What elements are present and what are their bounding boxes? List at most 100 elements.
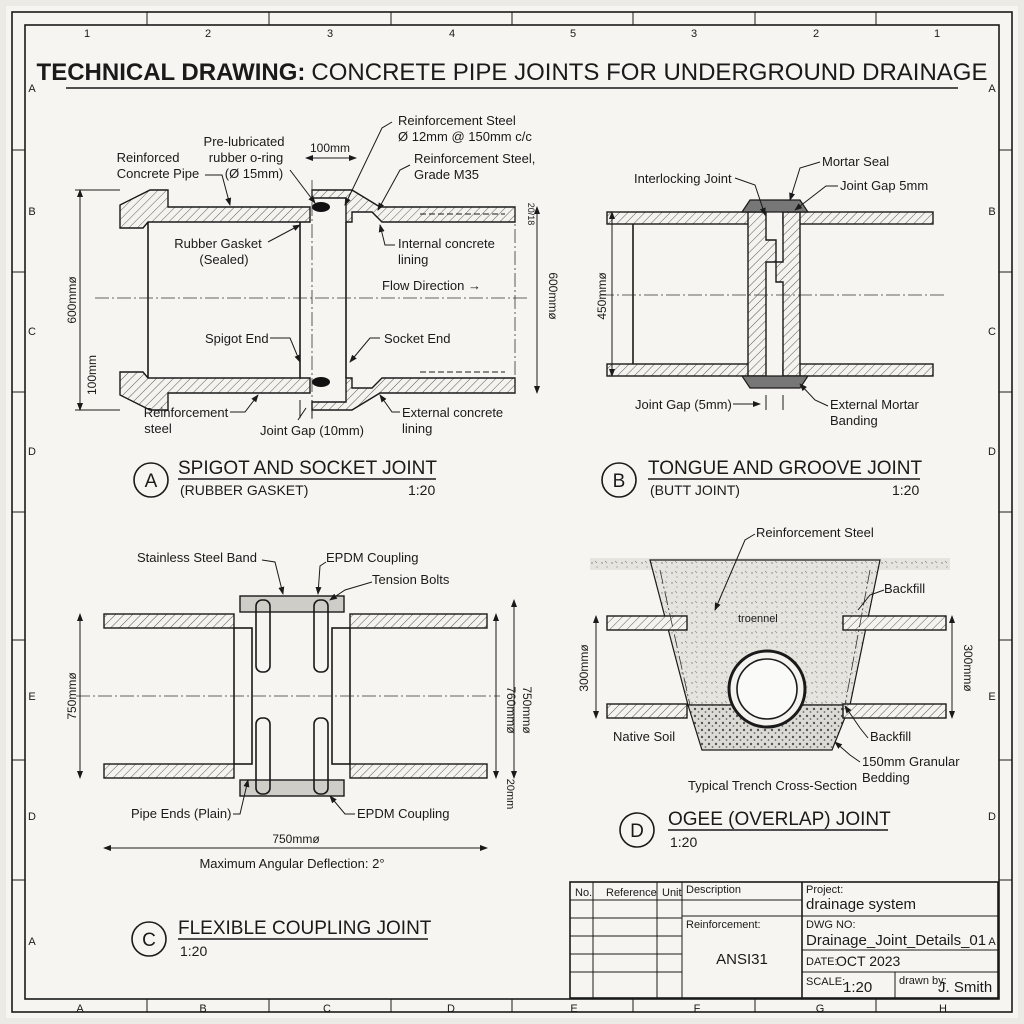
svg-text:(Ø 15mm): (Ø 15mm) [225, 166, 284, 181]
pipe-section-inner [736, 658, 798, 720]
svg-text:1:20: 1:20 [892, 482, 919, 498]
grid-top-labels: 1 2 3 4 5 3 2 1 [84, 28, 940, 40]
svg-text:Stainless Steel Band: Stainless Steel Band [137, 550, 257, 565]
svg-text:G: G [816, 1003, 825, 1015]
svg-text:A: A [145, 471, 158, 492]
svg-text:450mmø: 450mmø [595, 272, 609, 320]
svg-text:100mm: 100mm [85, 355, 99, 395]
svg-text:E: E [570, 1003, 577, 1015]
svg-text:Reinforcement Steel: Reinforcement Steel [398, 113, 516, 128]
svg-text:D: D [28, 811, 36, 823]
detail-a-spigot-socket: 600mmø 100mm 600mmø 20/18 100mm Reinforc… [65, 113, 560, 498]
svg-text:Flow Direction →: Flow Direction → [382, 278, 481, 293]
drawing-title: TECHNICAL DRAWING:CONCRETE PIPE JOINTS F… [37, 59, 988, 86]
svg-text:Reinforcement: Reinforcement [144, 405, 229, 420]
spigot-pipe-bottom-wall [119, 371, 311, 411]
tension-bolt [255, 599, 271, 673]
svg-text:DATE:: DATE: [806, 956, 838, 968]
svg-text:SCALE:: SCALE: [806, 976, 845, 988]
svg-text:Socket End: Socket End [384, 331, 451, 346]
svg-text:(Sealed): (Sealed) [199, 252, 248, 267]
svg-text:Bedding: Bedding [862, 770, 910, 785]
svg-text:A: A [76, 1003, 84, 1015]
svg-text:1:20: 1:20 [180, 943, 207, 959]
svg-text:Joint Gap 5mm: Joint Gap 5mm [840, 178, 928, 193]
svg-text:Reference: Reference [606, 887, 657, 899]
svg-text:(BUTT JOINT): (BUTT JOINT) [650, 482, 740, 498]
grid-right-labels: A B C D E D A [988, 83, 996, 948]
svg-text:A: A [28, 936, 36, 948]
svg-text:D: D [28, 446, 36, 458]
svg-text:1:20: 1:20 [843, 979, 872, 996]
svg-text:troennel: troennel [738, 613, 778, 625]
svg-text:B: B [988, 206, 995, 218]
svg-text:TONGUE AND GROOVE JOINT: TONGUE AND GROOVE JOINT [648, 458, 923, 479]
svg-text:E: E [988, 691, 995, 703]
svg-text:DWG NO:: DWG NO: [806, 919, 856, 931]
tension-bolt [313, 599, 329, 673]
title-block: No. Reference Unit Description Reinforce… [569, 881, 999, 999]
svg-text:Concrete Pipe: Concrete Pipe [117, 166, 199, 181]
svg-text:Mortar Seal: Mortar Seal [822, 154, 889, 169]
svg-text:EPDM Coupling: EPDM Coupling [326, 550, 419, 565]
svg-text:300mmø: 300mmø [577, 644, 591, 692]
svg-text:F: F [694, 1003, 701, 1015]
svg-text:Interlocking Joint: Interlocking Joint [634, 171, 732, 186]
svg-text:Unit: Unit [662, 887, 682, 899]
svg-text:drawn by:: drawn by: [899, 975, 947, 987]
svg-text:H: H [939, 1003, 947, 1015]
svg-text:20mm: 20mm [504, 779, 516, 810]
svg-text:D: D [988, 811, 996, 823]
svg-text:SPIGOT AND SOCKET JOINT: SPIGOT AND SOCKET JOINT [178, 458, 437, 479]
groove-end [775, 211, 801, 377]
svg-text:Joint Gap (5mm): Joint Gap (5mm) [635, 397, 732, 412]
svg-text:OCT 2023: OCT 2023 [836, 953, 901, 969]
svg-text:External concrete: External concrete [402, 405, 503, 420]
svg-text:Banding: Banding [830, 413, 878, 428]
detail-c-flexible-coupling: 750mmø 760mmø 750mmø 20mm 750mmø Maximum… [65, 550, 534, 959]
svg-text:3: 3 [691, 28, 697, 40]
svg-text:C: C [988, 326, 996, 338]
svg-text:J. Smith: J. Smith [938, 979, 992, 996]
svg-text:600mmø: 600mmø [65, 276, 79, 324]
stainless-band-bottom [239, 779, 345, 797]
svg-text:Reinforced: Reinforced [117, 150, 180, 165]
svg-text:D: D [988, 446, 996, 458]
svg-text:ANSI31: ANSI31 [716, 951, 768, 968]
svg-text:Reinforcement Steel: Reinforcement Steel [756, 525, 874, 540]
svg-text:B: B [199, 1003, 206, 1015]
rubber-gasket-top [312, 202, 330, 212]
grid-bottom-labels: A B C D E F G H [76, 1003, 947, 1015]
svg-text:FLEXIBLE COUPLING JOINT: FLEXIBLE COUPLING JOINT [178, 918, 432, 939]
svg-text:C: C [323, 1003, 331, 1015]
svg-text:Drainage_Joint_Details_01: Drainage_Joint_Details_01 [806, 932, 986, 949]
svg-text:750mmø: 750mmø [272, 832, 320, 846]
svg-text:Pipe Ends (Plain): Pipe Ends (Plain) [131, 806, 231, 821]
svg-text:D: D [630, 821, 644, 842]
svg-text:Tension Bolts: Tension Bolts [372, 572, 450, 587]
tension-bolt [313, 717, 329, 795]
svg-text:Joint Gap (10mm): Joint Gap (10mm) [260, 423, 364, 438]
svg-text:4: 4 [449, 28, 455, 40]
svg-text:Description: Description [686, 884, 741, 896]
svg-text:5: 5 [570, 28, 576, 40]
svg-text:drainage system: drainage system [806, 896, 916, 913]
svg-text:steel: steel [144, 421, 172, 436]
svg-text:Pre-lubricated: Pre-lubricated [204, 134, 285, 149]
svg-text:lining: lining [402, 421, 432, 436]
svg-text:A: A [988, 83, 996, 95]
mortar-seal-top [740, 199, 810, 213]
svg-text:20/18: 20/18 [526, 203, 536, 226]
tension-bolt [255, 717, 271, 795]
svg-text:C: C [142, 930, 156, 951]
svg-text:OGEE (OVERLAP) JOINT: OGEE (OVERLAP) JOINT [668, 809, 891, 830]
svg-text:Backfill: Backfill [870, 729, 911, 744]
svg-text:(RUBBER GASKET): (RUBBER GASKET) [180, 482, 308, 498]
svg-text:Maximum Angular Deflection: 2°: Maximum Angular Deflection: 2° [199, 856, 384, 871]
svg-text:A: A [28, 83, 36, 95]
svg-text:100mm: 100mm [310, 141, 350, 155]
svg-text:Project:: Project: [806, 884, 843, 896]
svg-text:600mmø: 600mmø [546, 272, 560, 320]
svg-text:Rubber Gasket: Rubber Gasket [174, 236, 262, 251]
